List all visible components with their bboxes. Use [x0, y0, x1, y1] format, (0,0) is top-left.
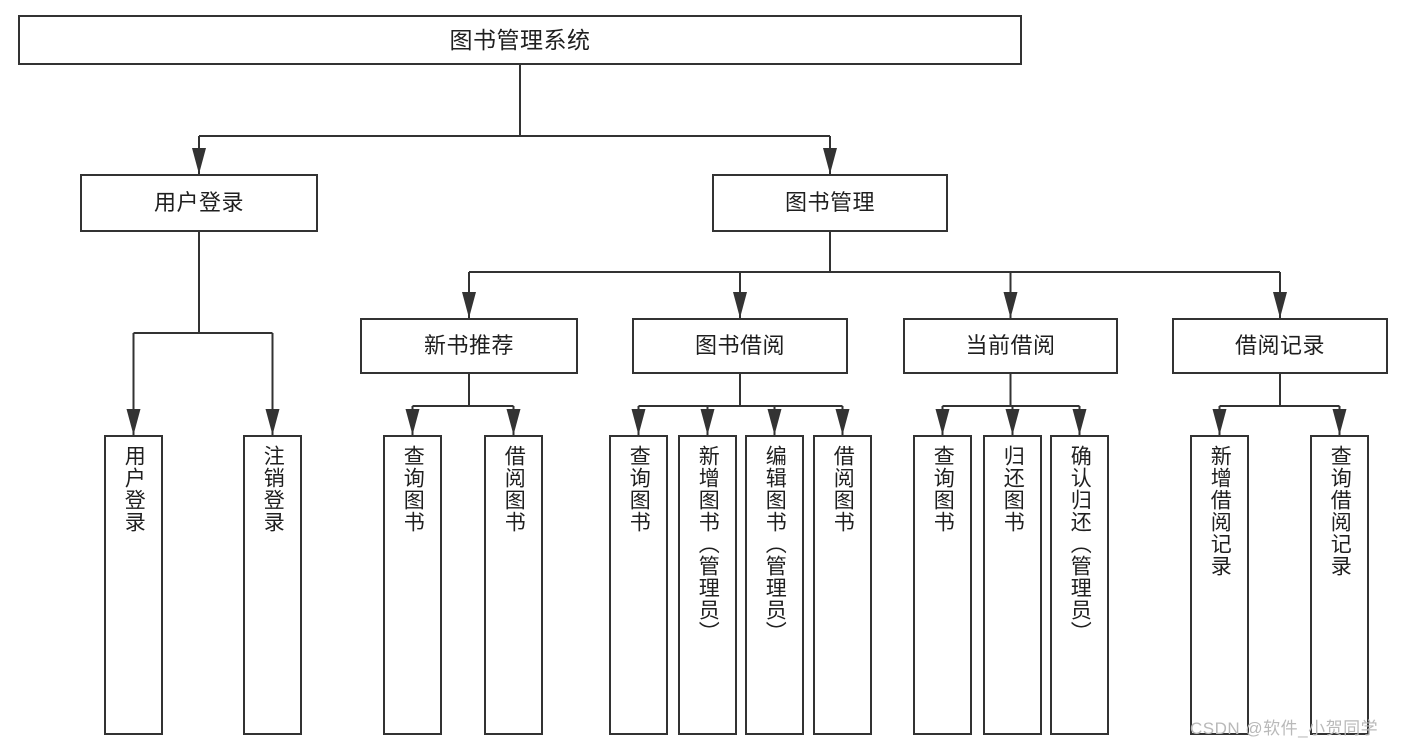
node-l-cu-query[interactable]: 查询图书	[913, 435, 972, 735]
node-label-records: 借阅记录	[1234, 333, 1325, 359]
node-l-userlogin[interactable]: 用户登录	[104, 435, 163, 735]
node-borrow[interactable]: 图书借阅	[632, 318, 848, 374]
edge-arrow-bookmgmt-newbook	[462, 292, 476, 318]
node-l-logout[interactable]: 注销登录	[243, 435, 302, 735]
node-newbook[interactable]: 新书推荐	[360, 318, 578, 374]
node-label-l-bo-edit: 编辑图书（管理员）	[763, 445, 787, 643]
node-label-l-userlogin: 用户登录	[122, 445, 146, 533]
node-label-login: 用户登录	[153, 190, 244, 216]
edge-arrow-login-l-logout	[265, 409, 280, 435]
node-l-cu-confirm[interactable]: 确认归还（管理员）	[1050, 435, 1109, 735]
node-label-root: 图书管理系统	[449, 26, 591, 53]
node-label-l-nb-borrow: 借阅图书	[502, 445, 526, 533]
node-l-bo-edit[interactable]: 编辑图书（管理员）	[745, 435, 804, 735]
node-label-l-bo-query: 查询图书	[627, 445, 651, 533]
edge-arrow-borrow-l-bo-query	[631, 409, 646, 435]
node-label-l-bo-add: 新增图书（管理员）	[696, 445, 720, 643]
node-l-bo-add[interactable]: 新增图书（管理员）	[678, 435, 737, 735]
csdn-watermark: CSDN @软件_小贺同学	[1190, 719, 1379, 738]
node-l-re-query[interactable]: 查询借阅记录	[1310, 435, 1369, 735]
node-label-newbook: 新书推荐	[423, 333, 514, 359]
node-label-l-re-add: 新增借阅记录	[1208, 445, 1232, 577]
node-l-nb-query[interactable]: 查询图书	[383, 435, 442, 735]
node-label-l-bo-lend: 借阅图书	[831, 445, 855, 533]
node-records[interactable]: 借阅记录	[1172, 318, 1388, 374]
edge-arrow-login-l-userlogin	[126, 409, 141, 435]
edge-arrow-current-l-cu-confirm	[1072, 409, 1087, 435]
edge-arrow-borrow-l-bo-edit	[767, 409, 782, 435]
node-root[interactable]: 图书管理系统	[18, 15, 1022, 65]
node-l-nb-borrow[interactable]: 借阅图书	[484, 435, 543, 735]
edge-arrow-records-l-re-add	[1212, 409, 1227, 435]
edge-arrow-current-l-cu-query	[935, 409, 950, 435]
node-l-re-add[interactable]: 新增借阅记录	[1190, 435, 1249, 735]
edge-arrow-newbook-l-nb-query	[405, 409, 420, 435]
node-label-l-cu-query: 查询图书	[931, 445, 955, 533]
node-label-borrow: 图书借阅	[694, 333, 785, 359]
edge-arrow-bookmgmt-records	[1273, 292, 1287, 318]
edge-arrow-newbook-l-nb-borrow	[506, 409, 521, 435]
node-label-l-nb-query: 查询图书	[401, 445, 425, 533]
node-label-current: 当前借阅	[965, 333, 1056, 359]
node-label-l-re-query: 查询借阅记录	[1328, 445, 1352, 577]
edge-arrow-borrow-l-bo-add	[700, 409, 715, 435]
node-current[interactable]: 当前借阅	[903, 318, 1118, 374]
edge-arrow-root-login	[192, 148, 206, 174]
node-l-bo-query[interactable]: 查询图书	[609, 435, 668, 735]
node-l-cu-return[interactable]: 归还图书	[983, 435, 1042, 735]
node-l-bo-lend[interactable]: 借阅图书	[813, 435, 872, 735]
edge-arrow-borrow-l-bo-lend	[835, 409, 850, 435]
node-label-l-cu-return: 归还图书	[1001, 445, 1025, 533]
node-label-bookmgmt: 图书管理	[784, 190, 875, 216]
edge-arrow-bookmgmt-borrow	[733, 292, 747, 318]
node-bookmgmt[interactable]: 图书管理	[712, 174, 948, 232]
edge-arrow-current-l-cu-return	[1005, 409, 1020, 435]
edge-arrow-bookmgmt-current	[1003, 292, 1018, 318]
node-label-l-logout: 注销登录	[261, 445, 285, 533]
node-label-l-cu-confirm: 确认归还（管理员）	[1068, 445, 1092, 643]
edge-arrow-root-bookmgmt	[823, 148, 837, 174]
node-login[interactable]: 用户登录	[80, 174, 318, 232]
edge-arrow-records-l-re-query	[1332, 409, 1347, 435]
